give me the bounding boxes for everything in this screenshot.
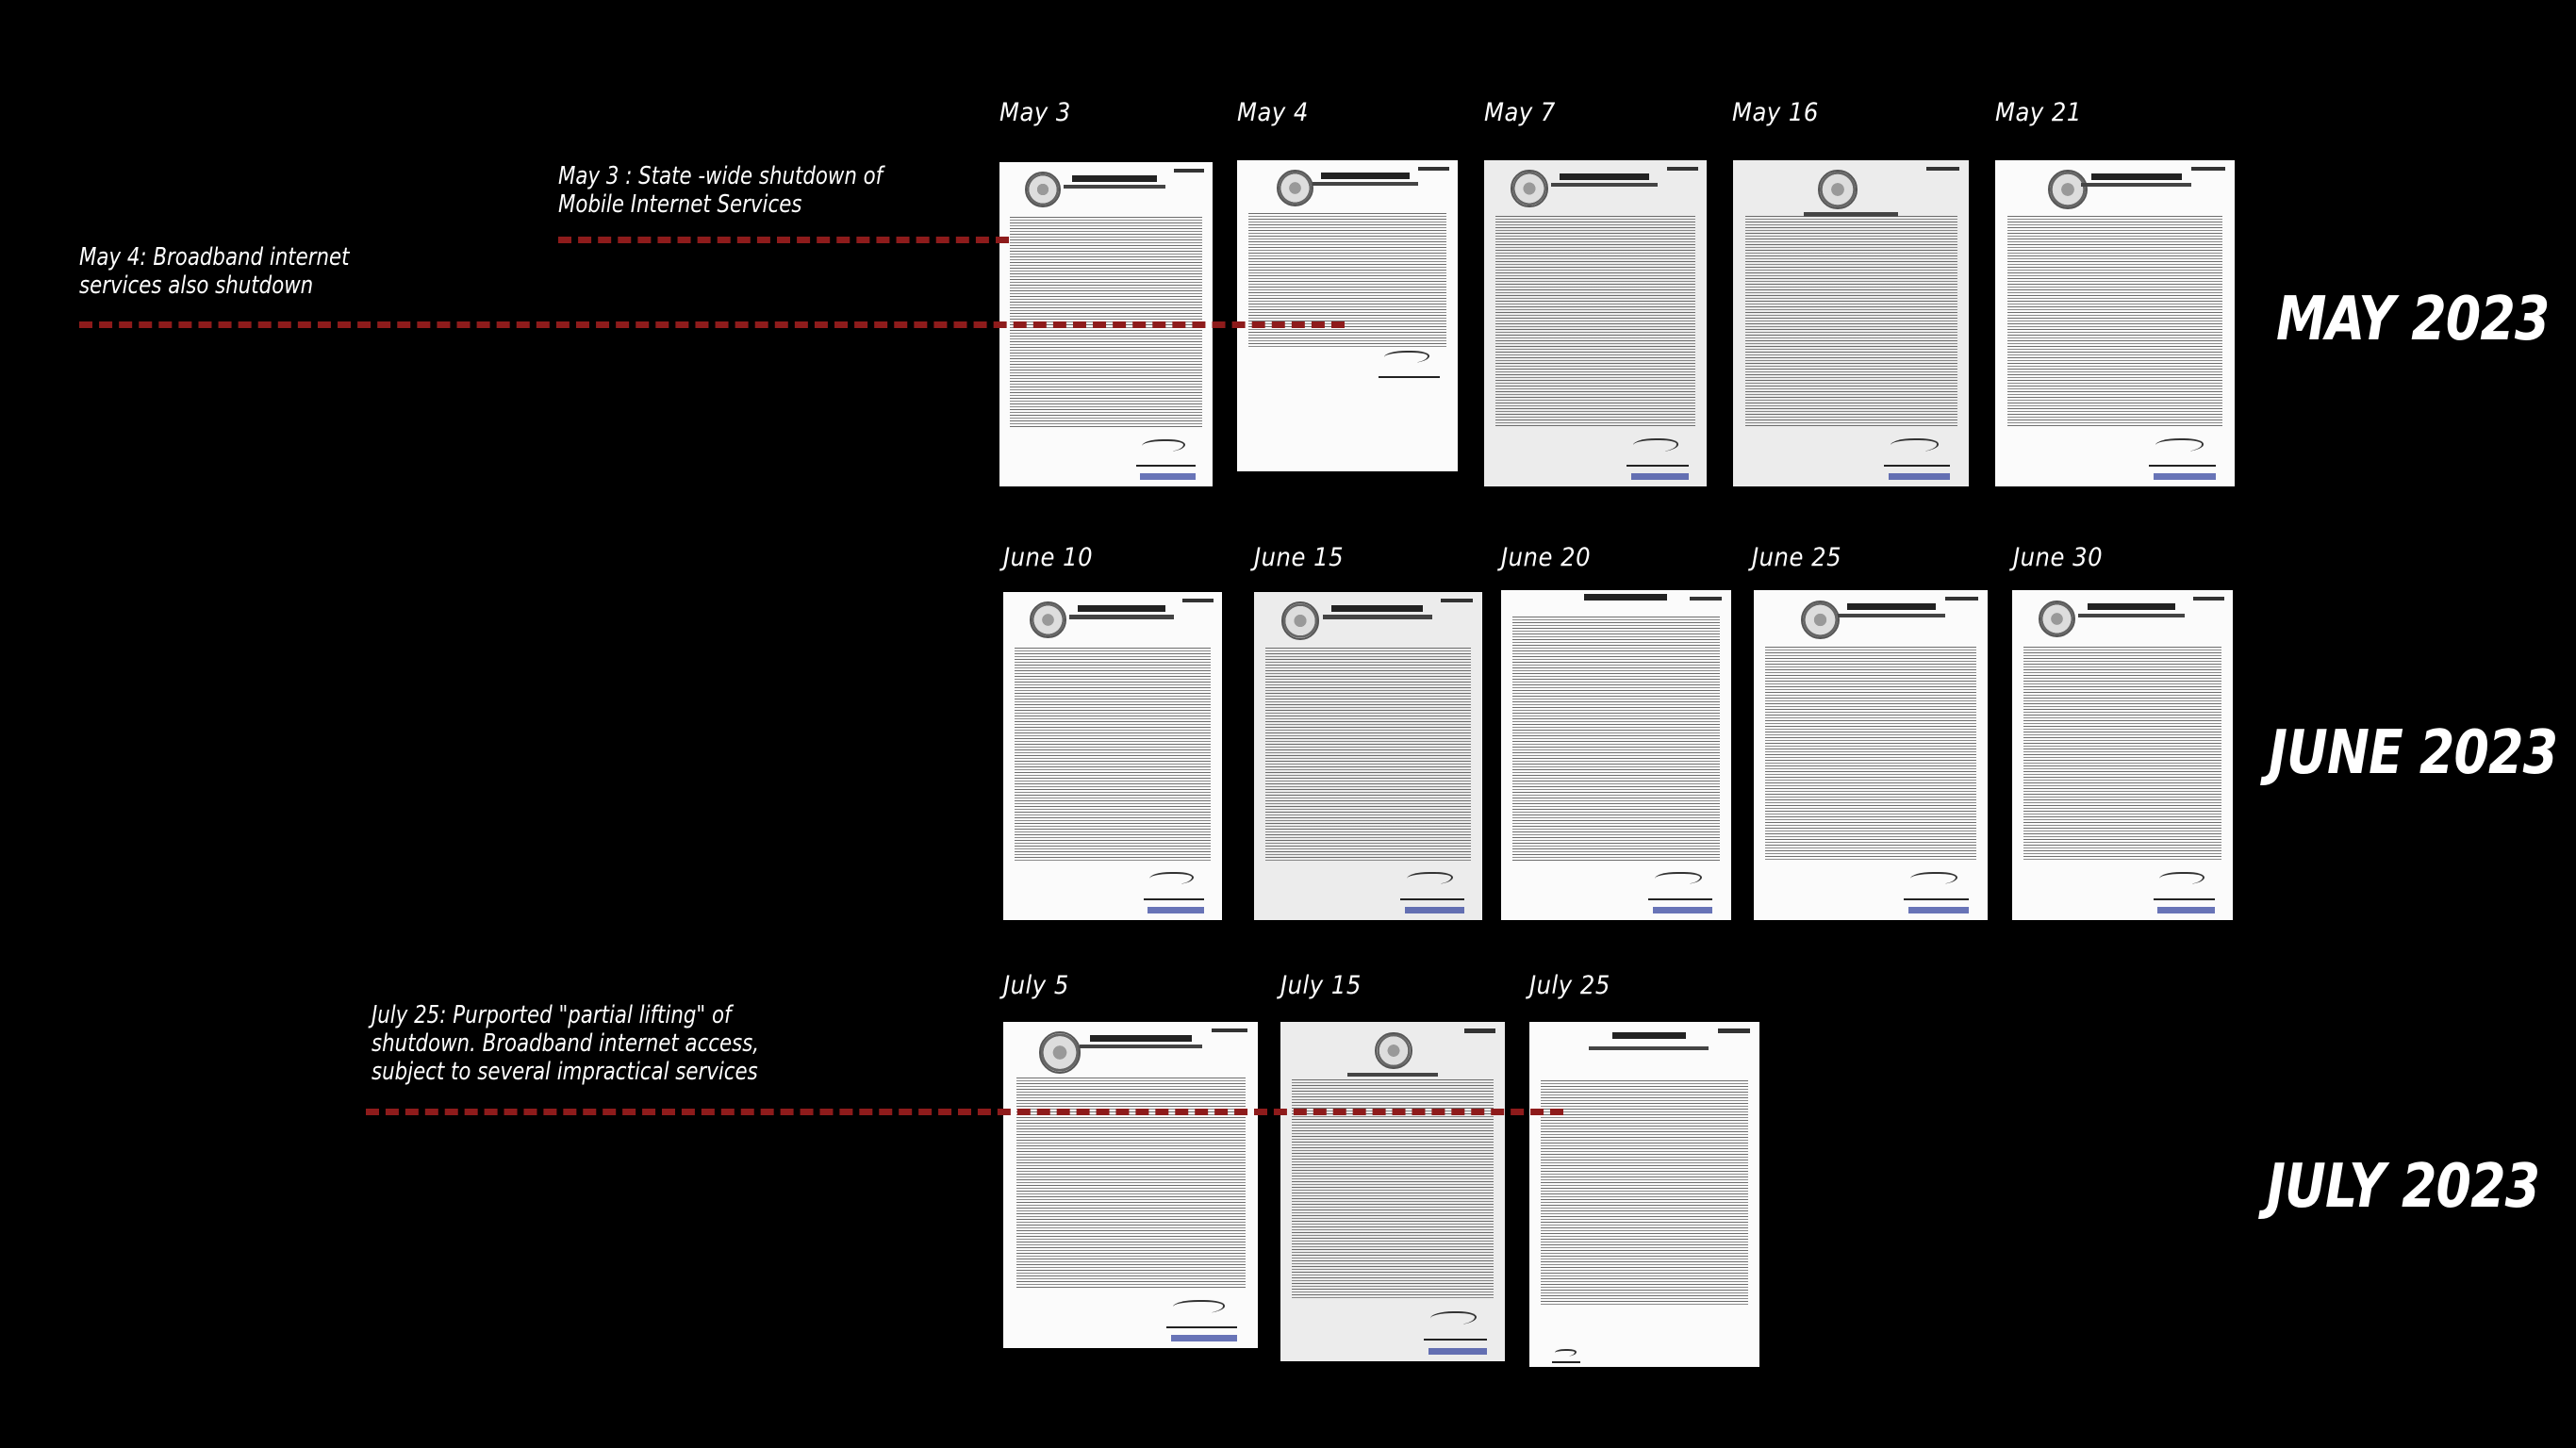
order-document-june-25[interactable] xyxy=(1754,590,1988,920)
order-document-may-16[interactable] xyxy=(1733,160,1969,486)
order-document-july-15[interactable] xyxy=(1280,1022,1505,1361)
date-label-may-16: May 16 xyxy=(1732,98,1819,127)
order-document-june-20[interactable] xyxy=(1501,590,1731,920)
annotation-july-25: July 25: Purported "partial lifting" of … xyxy=(372,1001,760,1086)
order-document-july-5[interactable] xyxy=(1003,1022,1258,1348)
emblem-icon xyxy=(1025,172,1061,208)
emblem-icon xyxy=(1800,600,1840,639)
date-label-may-21: May 21 xyxy=(1995,98,2082,127)
date-label-june-30: June 30 xyxy=(2013,543,2104,572)
order-document-may-21[interactable] xyxy=(1995,160,2235,486)
emblem-icon xyxy=(1029,601,1066,639)
order-document-june-30[interactable] xyxy=(2012,590,2233,920)
emblem-icon xyxy=(1281,601,1320,640)
month-heading-july: JULY 2023 xyxy=(2267,1152,2540,1222)
emblem-icon xyxy=(2039,600,2076,637)
emblem-icon xyxy=(1277,169,1314,206)
emblem-icon xyxy=(1374,1031,1412,1070)
date-label-june-10: June 10 xyxy=(1003,543,1094,572)
date-label-june-25: June 25 xyxy=(1752,543,1842,572)
annotation-may-4: May 4: Broadband internet services also … xyxy=(79,243,350,300)
order-document-june-10[interactable] xyxy=(1003,592,1222,920)
annotation-may-3: May 3 : State -wide shutdown of Mobile I… xyxy=(558,162,883,219)
emblem-icon xyxy=(2047,170,2088,210)
order-document-may-7[interactable] xyxy=(1484,160,1707,486)
date-label-may-7: May 7 xyxy=(1484,98,1556,127)
date-label-june-15: June 15 xyxy=(1254,543,1345,572)
order-document-june-15[interactable] xyxy=(1254,592,1482,920)
emblem-icon xyxy=(1038,1031,1082,1074)
annotation-line-july-25 xyxy=(366,1109,1563,1115)
date-label-may-4: May 4 xyxy=(1237,98,1309,127)
annotation-line-may-4 xyxy=(79,321,1345,328)
date-label-july-25: July 25 xyxy=(1529,971,1610,1000)
month-heading-may: MAY 2023 xyxy=(2276,285,2550,354)
emblem-icon xyxy=(1511,170,1548,207)
month-heading-june: JUNE 2023 xyxy=(2269,718,2558,788)
order-document-july-25[interactable] xyxy=(1529,1022,1759,1367)
order-document-may-4[interactable] xyxy=(1237,160,1458,471)
date-label-july-15: July 15 xyxy=(1280,971,1362,1000)
emblem-icon xyxy=(1818,170,1858,209)
date-label-july-5: July 5 xyxy=(1003,971,1069,1000)
annotation-line-may-3 xyxy=(558,237,1009,243)
date-label-june-20: June 20 xyxy=(1501,543,1592,572)
date-label-may-3: May 3 xyxy=(999,98,1071,127)
